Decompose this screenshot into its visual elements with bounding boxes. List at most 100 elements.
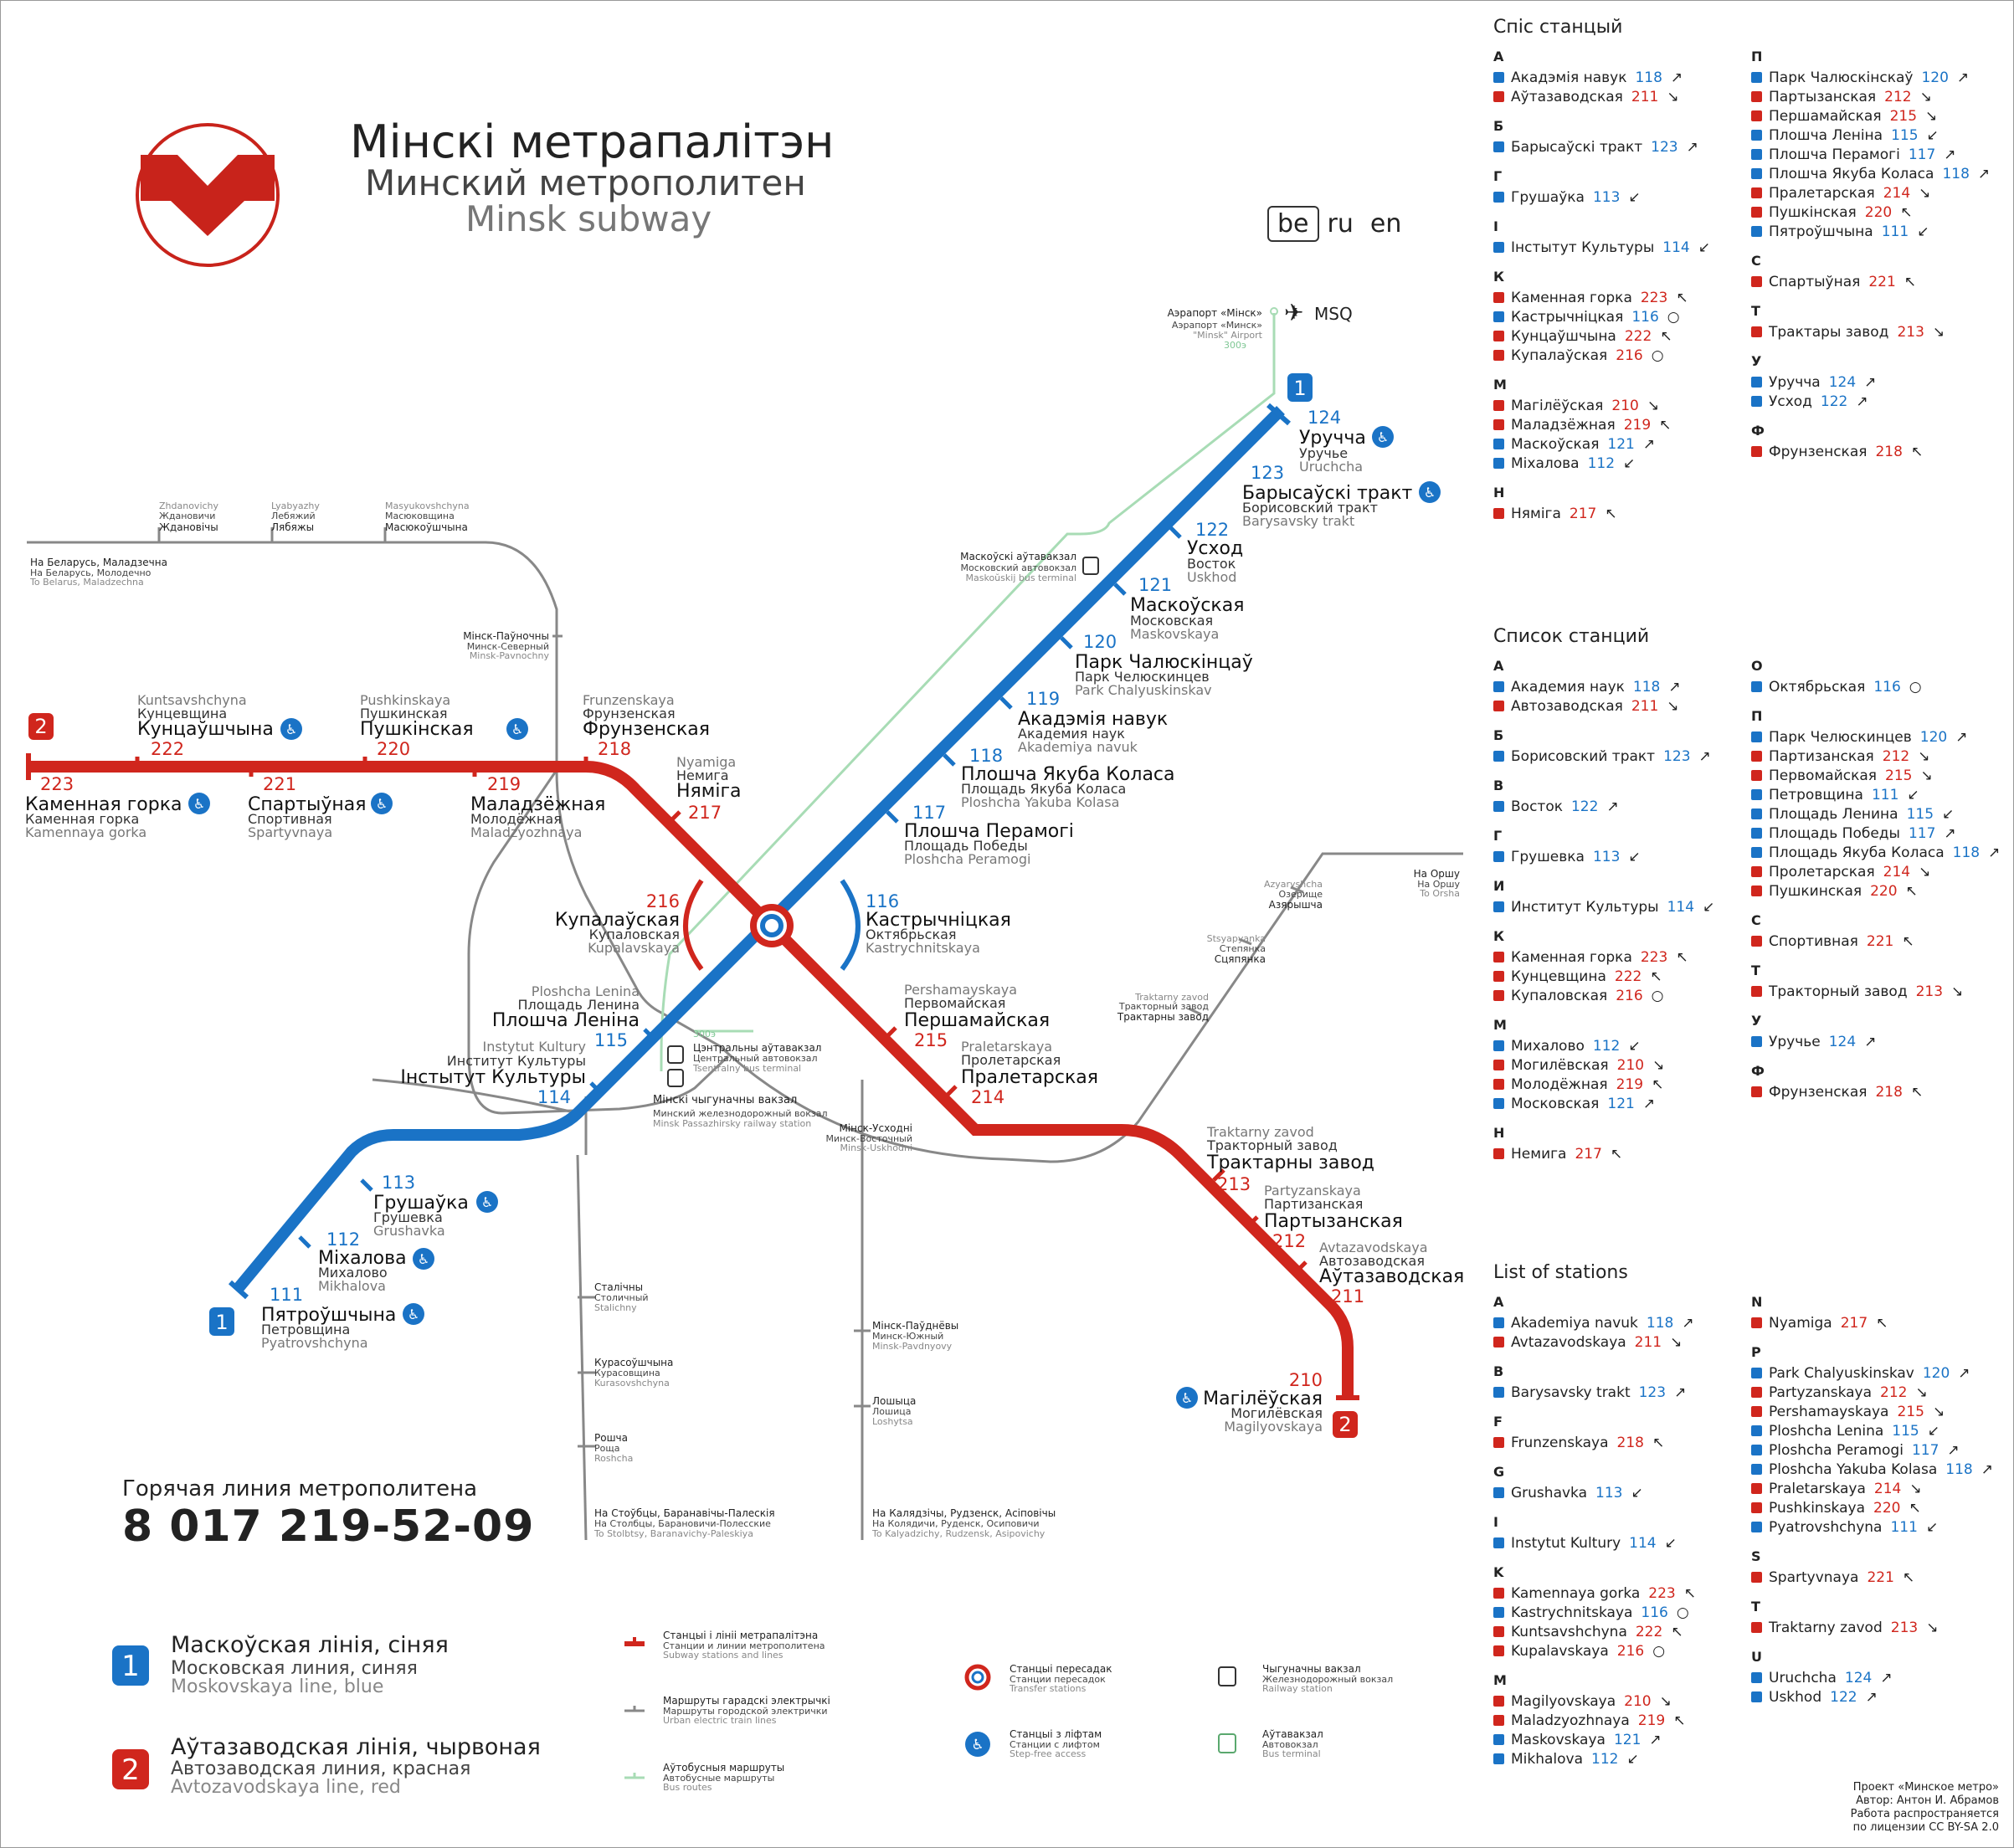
lang-be-button[interactable]: be xyxy=(1267,206,1319,242)
bus-terminal-mask[interactable]: Маскоўскі аўтавакзал Московский автовокз… xyxy=(960,551,1099,583)
lang-ru-button[interactable]: ru xyxy=(1318,206,1362,242)
station-215[interactable]: PershamayskayaПервомайскаяПершамайская21… xyxy=(904,982,1050,1050)
transfer-hub[interactable] xyxy=(750,904,794,947)
bus-terminal-central[interactable]: Цэнтральны аўтавакзал Центральный автово… xyxy=(667,1042,821,1074)
railway-station-main[interactable]: Мінскі чыгуначны вакзал xyxy=(653,1069,797,1106)
lang-en-button[interactable]: en xyxy=(1361,206,1410,242)
station-116[interactable]: 116КастрычніцкаяОктябрьскаяKastrychnitsk… xyxy=(866,891,1011,956)
hotline-number[interactable]: 8 017 219-52-09 xyxy=(122,1502,535,1552)
station-211[interactable]: AvtazavodskayaАвтозаводскаяАўтазаводская… xyxy=(1319,1240,1464,1306)
